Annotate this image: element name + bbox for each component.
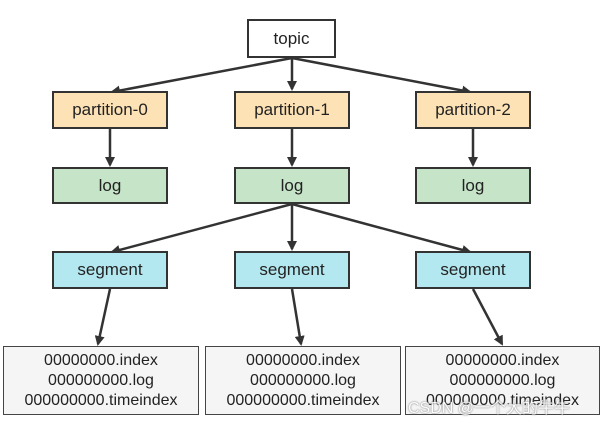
log-1-node: log <box>234 167 350 204</box>
log-2-node: log <box>415 167 531 204</box>
log-file: 000000000.log <box>449 371 556 389</box>
segment-1-files: 00000000.index 000000000.log 000000000.t… <box>205 346 401 415</box>
index-file: 00000000.index <box>246 351 360 369</box>
timeindex-file: 000000000.timeindex <box>425 391 579 409</box>
arrow-topic-partition-0 <box>110 56 293 96</box>
segment-2-files: 00000000.index 000000000.log 000000000.t… <box>405 346 600 415</box>
timeindex-file: 000000000.timeindex <box>24 391 178 409</box>
watermark: CSDN @一个大的牛牛 <box>408 400 571 417</box>
partition-2-node: partition-2 <box>415 91 531 129</box>
segment-0-files: 00000000.index 000000000.log 000000000.t… <box>3 346 199 415</box>
arrow-topic-partition-2 <box>291 56 472 96</box>
topic-node: topic <box>247 19 336 58</box>
arrow-segment-2-files <box>471 288 504 346</box>
partition-1-node: partition-1 <box>234 91 350 129</box>
segment-0-node: segment <box>52 251 168 289</box>
log-file: 000000000.log <box>250 371 356 389</box>
log-file: 000000000.log <box>48 371 154 389</box>
arrow-segment-0-files <box>94 288 112 346</box>
segment-1-node: segment <box>234 251 350 289</box>
arrow-log-segment-2 <box>291 202 472 255</box>
index-file: 00000000.index <box>44 351 158 369</box>
index-file: 00000000.index <box>445 351 560 369</box>
timeindex-file: 000000000.timeindex <box>226 391 380 409</box>
log-0-node: log <box>52 167 168 204</box>
arrow-log-segment-0 <box>110 202 293 255</box>
segment-2-node: segment <box>415 251 531 289</box>
partition-0-node: partition-0 <box>52 91 168 129</box>
arrow-segment-1-files <box>290 288 305 346</box>
